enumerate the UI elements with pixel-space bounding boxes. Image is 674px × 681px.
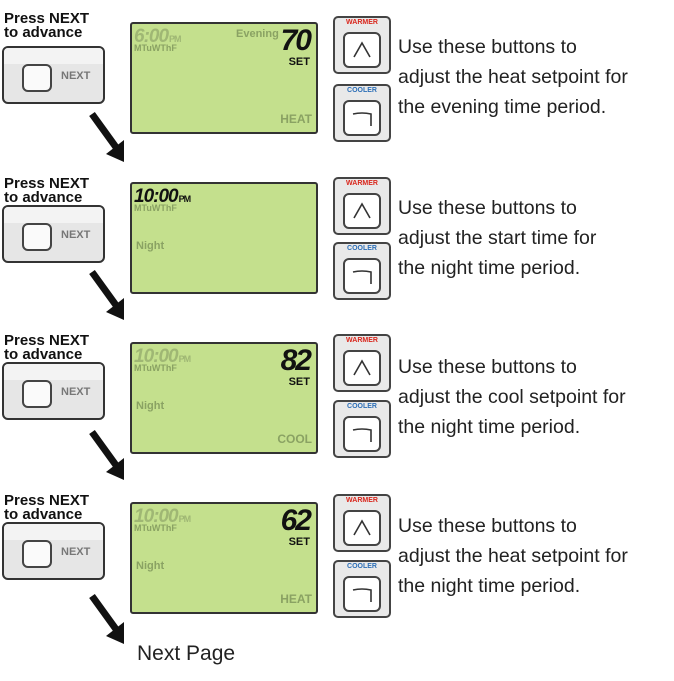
warmer-button[interactable]: WARMER	[333, 16, 391, 74]
display-time: 6:00PM	[134, 26, 181, 47]
next-page-link[interactable]: Next Page	[137, 642, 236, 665]
cooler-down-arrow-icon	[352, 428, 372, 442]
display-temperature: 62	[280, 504, 312, 537]
next-button-key	[22, 380, 52, 408]
step-2: Press NEXT to advance NEXT 10:00PM MTuWT…	[0, 175, 674, 327]
display-temperature: 70	[280, 24, 312, 57]
next-button-key	[22, 64, 52, 92]
display-period: Night	[136, 400, 165, 412]
cooler-button[interactable]: COOLER	[333, 84, 391, 142]
display-set-label: SET	[288, 56, 310, 68]
next-button[interactable]: NEXT	[2, 46, 105, 104]
display-mode: HEAT	[280, 112, 312, 126]
next-button-label: NEXT	[61, 229, 91, 241]
next-button-key	[22, 540, 52, 568]
next-button-label: NEXT	[61, 386, 91, 398]
step-4: Press NEXT to advance NEXT 10:00PM MTuWT…	[0, 492, 674, 644]
display-time: 10:00PM	[134, 186, 191, 207]
display-mode: COOL	[277, 432, 312, 446]
diagonal-arrow-icon	[89, 111, 124, 162]
thermostat-display: 10:00PM MTuWThF Night	[130, 182, 318, 294]
display-mode: HEAT	[280, 592, 312, 606]
warmer-up-arrow-icon	[353, 519, 371, 536]
next-button-key	[22, 223, 52, 251]
step-description: Use these buttons to adjust the heat set…	[398, 36, 628, 118]
warmer-up-arrow-icon	[353, 41, 371, 58]
step-description: Use these buttons to adjust the start ti…	[398, 197, 597, 279]
warmer-button[interactable]: WARMER	[333, 334, 391, 392]
next-button[interactable]: NEXT	[2, 522, 105, 580]
cooler-button[interactable]: COOLER	[333, 242, 391, 300]
warmer-up-arrow-icon	[353, 202, 371, 219]
thermostat-display: 6:00PM MTuWThF Evening 70 SET HEAT	[130, 22, 318, 134]
display-days: MTuWThF	[134, 523, 177, 533]
cooler-down-arrow-icon	[352, 270, 372, 284]
step-description: Use these buttons to adjust the cool set…	[398, 356, 626, 438]
press-next-instruction: Press NEXT to advance	[4, 175, 90, 206]
press-next-instruction: Press NEXT to advance	[4, 10, 90, 41]
thermostat-display: 10:00PM MTuWThF Night 62 SET HEAT	[130, 502, 318, 614]
warmer-button[interactable]: WARMER	[333, 494, 391, 552]
step-description: Use these buttons to adjust the heat set…	[398, 515, 628, 597]
next-button-label: NEXT	[61, 70, 91, 82]
cooler-button[interactable]: COOLER	[333, 560, 391, 618]
next-button[interactable]: NEXT	[2, 205, 105, 263]
next-button[interactable]: NEXT	[2, 362, 105, 420]
cooler-button[interactable]: COOLER	[333, 400, 391, 458]
display-set-label: SET	[288, 536, 310, 548]
diagonal-arrow-icon	[89, 269, 124, 320]
step-3: Press NEXT to advance NEXT 10:00PM MTuWT…	[0, 332, 674, 484]
display-time: 10:00PM	[134, 346, 191, 367]
display-period: Night	[136, 560, 165, 572]
cooler-down-arrow-icon	[352, 588, 372, 602]
display-period: Night	[136, 240, 165, 252]
thermostat-display: 10:00PM MTuWThF Night 82 SET COOL	[130, 342, 318, 454]
display-temperature: 82	[280, 344, 312, 377]
cooler-down-arrow-icon	[352, 112, 372, 126]
next-button-label: NEXT	[61, 546, 91, 558]
warmer-button[interactable]: WARMER	[333, 177, 391, 235]
display-set-label: SET	[288, 376, 310, 388]
diagonal-arrow-icon	[89, 593, 124, 644]
display-days: MTuWThF	[134, 363, 177, 373]
display-period: Evening	[236, 28, 279, 40]
display-time: 10:00PM	[134, 506, 191, 527]
step-1: Press NEXT to advance NEXT 6:00PM MTuWTh…	[0, 10, 674, 162]
warmer-up-arrow-icon	[353, 359, 371, 376]
press-next-instruction: Press NEXT to advance	[4, 492, 90, 523]
display-days: MTuWThF	[134, 43, 177, 53]
diagonal-arrow-icon	[89, 429, 124, 480]
press-next-instruction: Press NEXT to advance	[4, 332, 90, 363]
display-days: MTuWThF	[134, 203, 177, 213]
